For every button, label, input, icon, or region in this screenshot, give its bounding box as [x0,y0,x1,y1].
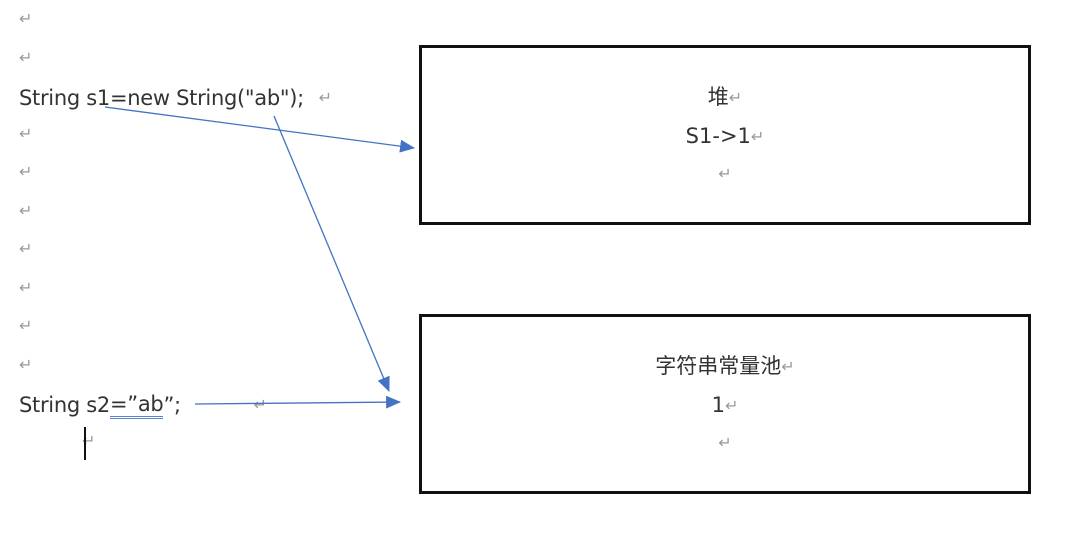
string-pool-entry-line: 1↵ [422,390,1028,420]
empty-paragraph[interactable]: ↵ [19,272,32,302]
paragraph-mark-icon: ↵ [19,9,33,28]
paragraph-mark-icon: ↵ [19,124,33,143]
heap-empty-line: ↵ [422,158,1028,188]
empty-paragraph[interactable]: ↵ [19,3,32,33]
paragraph-mark-icon: ↵ [19,316,33,335]
empty-paragraph[interactable]: ↵ [19,310,32,340]
empty-paragraph[interactable]: ↵ [19,156,32,186]
paragraph-mark-icon: ↵ [318,88,332,107]
string-pool-empty-line: ↵ [422,427,1028,457]
code-line-s1[interactable]: String s1=new String("ab"); ↵ [19,82,332,112]
code-text-s2-suffix: ”; [163,393,181,417]
paragraph-mark-icon: ↵ [718,164,732,183]
heap-entry: S1->1 [685,124,751,148]
empty-paragraph[interactable]: ↵ [19,42,32,72]
text-cursor [84,427,86,460]
paragraph-mark-icon: ↵ [19,48,33,67]
heap-box[interactable]: 堆↵ S1->1↵ ↵ [419,45,1031,225]
string-pool-entry: 1 [711,393,725,417]
string-pool-title: 字符串常量池 [655,354,782,378]
paragraph-mark-icon: ↵ [253,395,267,414]
paragraph-mark-icon: ↵ [718,433,732,452]
paragraph-mark-icon: ↵ [19,355,33,374]
paragraph-mark-icon: ↵ [19,162,33,181]
paragraph-mark-icon: ↵ [724,396,739,415]
paragraph-mark-icon: ↵ [781,357,795,376]
paragraph-mark-icon: ↵ [728,88,743,107]
code-line-s2[interactable]: String s2=”ab”; ↵ [19,389,267,419]
heap-entry-line: S1->1↵ [422,121,1028,151]
heap-title-line: 堆↵ [422,82,1028,112]
paragraph-mark-icon: ↵ [750,127,765,146]
paragraph-mark-icon: ↵ [19,201,33,220]
code-text-s1: String s1=new String("ab"); [19,86,304,110]
empty-paragraph[interactable]: ↵ [19,349,32,379]
string-pool-box[interactable]: 字符串常量池↵ 1↵ ↵ [419,314,1031,494]
empty-paragraph[interactable]: ↵ [19,195,32,225]
empty-paragraph[interactable]: ↵ [19,118,32,148]
string-pool-title-line: 字符串常量池↵ [422,351,1028,381]
paragraph-mark-icon: ↵ [19,278,33,297]
arrow-literal-to-string-pool[interactable] [273,115,390,392]
arrow-s1-to-heap[interactable] [104,106,416,153]
heap-title: 堆 [707,85,729,109]
spellcheck-underlined-text[interactable]: =”ab [109,392,164,419]
paragraph-mark-icon: ↵ [19,239,33,258]
code-text-s2-prefix: String s2 [19,393,110,417]
empty-paragraph[interactable]: ↵ [19,233,32,263]
